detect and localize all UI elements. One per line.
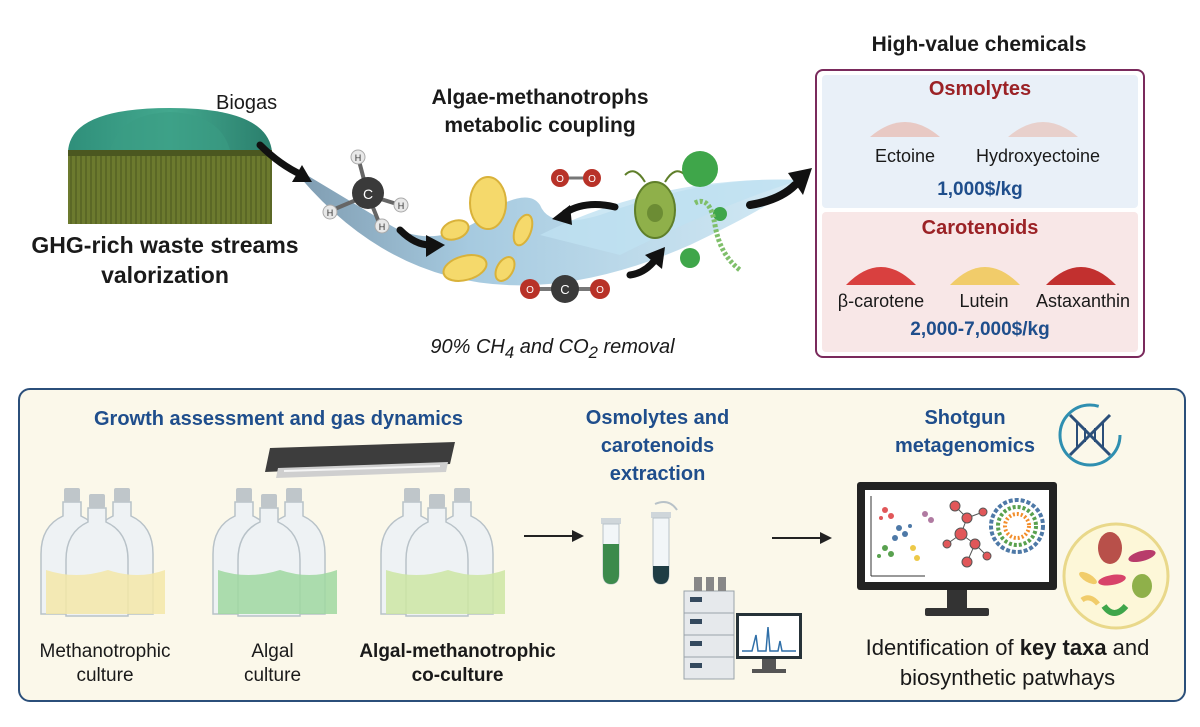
culture-label-line2: culture: [76, 665, 134, 686]
extraction-title-line2: carotenoids: [600, 435, 715, 457]
ghg-title-line2: valorization: [101, 262, 229, 288]
biogas-arrow-icon: [256, 141, 306, 179]
oxygen-o-label: O: [588, 174, 596, 185]
chemicals-title: High-value chemicals: [871, 33, 1087, 56]
removal-caption: 90% CH4 and CO2 removal: [395, 336, 710, 363]
oxygen-o-label: O: [556, 174, 564, 185]
dna-icon: [1058, 403, 1122, 467]
methane-h-label: H: [398, 201, 405, 211]
hplc-instrument-icon: [683, 577, 802, 680]
removal-sub-2: 2: [588, 343, 598, 362]
identification-line2: biosynthetic patwhays: [899, 665, 1116, 690]
identification-caption: Identification of key taxa and biosynthe…: [835, 633, 1180, 693]
culture-label-methanotrophic: Methanotrophic culture: [20, 640, 190, 688]
co2-o-label: O: [526, 285, 534, 296]
oxygen-molecule-icon: O O: [551, 169, 601, 187]
arrow-right-icon: [524, 530, 584, 542]
output-arrow-icon: [746, 181, 799, 209]
coupling-illustration: C H H H H O O O C O: [256, 141, 812, 303]
removal-text-co: and CO: [514, 336, 589, 358]
removal-sub-4: 4: [504, 343, 515, 362]
chemicals-panel: Osmolytes Ectoine Hydroxyectoine 1,000$/…: [815, 69, 1145, 358]
biogas-label: Biogas: [216, 92, 278, 114]
removal-text-ch: 90% CH: [430, 336, 505, 358]
extraction-title-line1: Osmolytes and: [585, 407, 730, 429]
astaxanthin-powder-icon: [1046, 267, 1116, 285]
ghg-title-line1: GHG-rich waste streams: [31, 232, 299, 258]
culture-label-line1: Methanotrophic: [39, 641, 171, 662]
coupling-title: Algae-methanotrophs metabolic coupling: [405, 84, 675, 140]
methanotrophic-bottles-icon: [40, 488, 165, 617]
carotenoid-item: Astaxanthin: [1035, 291, 1131, 311]
coculture-bottles-icon: [380, 488, 505, 617]
culture-label-line1: Algal: [251, 641, 294, 662]
lutein-powder-icon: [950, 267, 1020, 285]
methane-h-label: H: [327, 208, 334, 218]
methanotroph-cells-icon: [440, 176, 534, 282]
identification-bold: key taxa: [1019, 635, 1107, 660]
identification-line1: Identification of key taxa and: [835, 633, 1180, 663]
co2-c-label: C: [560, 282, 569, 297]
algal-bottles-icon: [212, 488, 337, 617]
methane-c-label: C: [363, 186, 373, 202]
microbial-community-icon: [1062, 522, 1170, 630]
methane-h-label: H: [355, 153, 362, 163]
carotenoids-heading: Carotenoids: [921, 217, 1039, 239]
coupling-title-line2: metabolic coupling: [444, 114, 636, 137]
extraction-title-line3: extraction: [609, 463, 706, 485]
co2-o-label: O: [596, 285, 604, 296]
microalgae-cells-icon: [624, 151, 742, 272]
osmolytes-heading: Osmolytes: [928, 78, 1032, 100]
biogas-digester-icon: [68, 108, 272, 224]
shotgun-title-line2: metagenomics: [894, 435, 1036, 457]
co2-molecule-icon: O C O: [520, 275, 610, 303]
ectoine-powder-icon: [870, 122, 940, 137]
culture-label-line1: Algal-methanotrophic: [359, 641, 556, 662]
shotgun-title-line1: Shotgun: [924, 407, 1006, 429]
osmolyte-item: Hydroxyectoine: [975, 146, 1101, 166]
osmolyte-item: Ectoine: [874, 146, 936, 166]
identification-post: and: [1106, 635, 1150, 660]
carotenoid-item: β-carotene: [837, 291, 925, 311]
extraction-title: Osmolytes and carotenoids extraction: [565, 404, 750, 488]
growth-title: Growth assessment and gas dynamics: [94, 408, 464, 430]
grow-lamp-icon: [265, 442, 455, 478]
analysis-monitor-icon: [857, 482, 1057, 616]
arrow-right-icon: [772, 532, 832, 544]
osmolytes-section: [822, 75, 1138, 208]
ghg-title: GHG-rich waste streams valorization: [20, 230, 310, 290]
culture-label-line2: co-culture: [411, 665, 504, 686]
culture-label-algal: Algal culture: [205, 640, 340, 688]
beta-carotene-powder-icon: [846, 267, 916, 285]
osmolytes-price: 1,000$/kg: [937, 179, 1023, 200]
extraction-tubes-icon: [601, 501, 678, 585]
carotenoid-item: Lutein: [959, 291, 1009, 311]
carotenoids-price: 2,000-7,000$/kg: [910, 319, 1050, 340]
culture-label-coculture: Algal-methanotrophic co-culture: [350, 640, 565, 688]
methane-molecule-icon: C H H H H: [322, 149, 409, 234]
identification-pre: Identification of: [865, 635, 1020, 660]
shotgun-title: Shotgun metagenomics: [880, 404, 1050, 460]
hydroxyectoine-powder-icon: [1008, 122, 1078, 137]
culture-label-line2: culture: [243, 665, 302, 686]
coupling-title-line1: Algae-methanotrophs: [431, 86, 649, 109]
removal-text-end: removal: [597, 336, 675, 358]
methane-h-label: H: [379, 222, 386, 232]
